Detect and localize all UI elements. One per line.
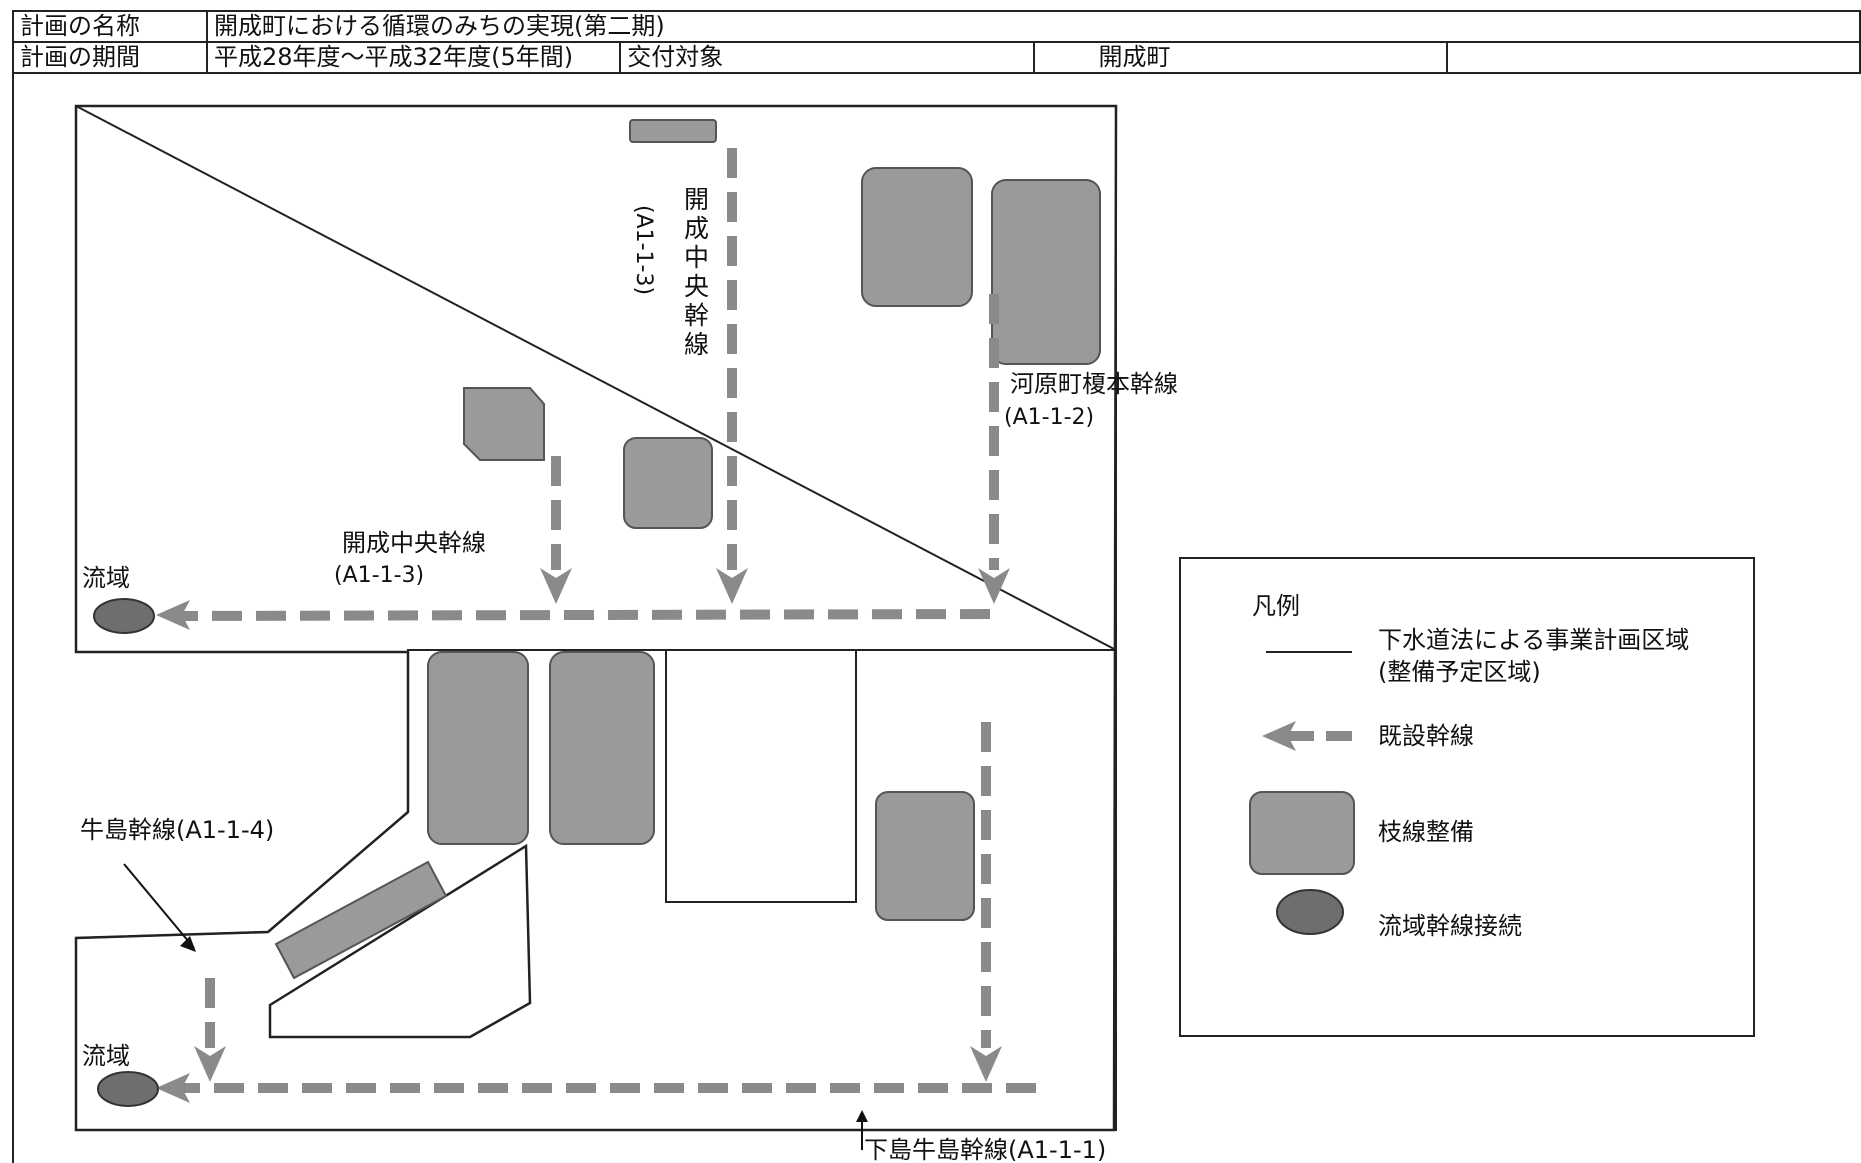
plan-period-value: 平成28年度～平成32年度(5年間) [205, 41, 622, 74]
label-kawaramachi-code: (A1-1-2) [1004, 405, 1094, 430]
legend-existing-trunk-label: 既設幹線 [1378, 722, 1474, 750]
map-frame [12, 74, 1861, 1163]
label-kawaramachi-name: 河原町榎本幹線 [1010, 370, 1178, 398]
plan-period-label: 計画の期間 [12, 41, 208, 74]
branch-block-mid-1 [427, 651, 529, 845]
plan-period-row: 計画の期間 平成28年度～平成32年度(5年間) 交付対象 開成町 [12, 41, 1861, 74]
label-shimojima-ushijima: 下島牛島幹線(A1-1-1) [864, 1136, 1106, 1163]
trunk-kaisei-chuo-horizontal [181, 609, 991, 621]
arrowhead-ushijima-down [194, 1046, 226, 1082]
label-kaisei-chuo-v-code: (A1-1-3) [631, 205, 656, 295]
shimojima-pointer-head [856, 1110, 868, 1122]
ushijima-pointer-head [180, 936, 196, 952]
arrowhead-shimojima-west [156, 1073, 190, 1103]
branch-block-icon [1249, 791, 1355, 875]
plan-name-row: 計画の名称 開成町における循環のみちの実現(第二期) [12, 10, 1861, 43]
ushijima-pointer-line [123, 863, 195, 949]
basin-connection-lower [97, 1071, 159, 1107]
label-kaisei-chuo-h-name: 開成中央幹線 [342, 529, 486, 557]
arrowhead-kaisei-chuo-west [156, 600, 190, 630]
label-ryuiki-lower: 流域 [82, 1042, 130, 1070]
plan-name-value: 開成町における循環のみちの実現(第二期) [206, 10, 1861, 43]
grant-target-label: 交付対象 [619, 41, 1035, 74]
arrowhead-kawaramachi-down [978, 568, 1010, 604]
plan-name-label: 計画の名称 [12, 10, 208, 43]
label-ryuiki-upper: 流域 [82, 564, 130, 592]
existing-trunk-arrow-icon [1262, 721, 1356, 751]
branch-block-diagonal [274, 860, 448, 980]
branch-block-mid-2 [549, 651, 655, 845]
branch-block-ne-2 [991, 179, 1101, 365]
basin-connection-icon [1276, 889, 1344, 935]
legend-plan-area-label-1: 下水道法による事業計画区域 [1378, 626, 1689, 654]
arrowhead-octagon-down [540, 568, 572, 604]
arrowhead-right-down [970, 1046, 1002, 1082]
label-kaisei-chuo-h-code: (A1-1-3) [334, 563, 424, 588]
legend-branch-label: 枝線整備 [1378, 818, 1474, 846]
legend: 凡例 下水道法による事業計画区域 (整備予定区域) 既設幹線 枝線整備 流域幹線… [1179, 557, 1755, 1037]
plan-area-outline-rect [665, 649, 857, 903]
plan-area-outline-triangle [268, 843, 532, 1039]
label-kaisei-chuo-v-name: 開成中央幹線 [681, 186, 710, 360]
arrowhead-kaisei-chuo-down [716, 568, 748, 604]
plan-header-table: 計画の名称 開成町における循環のみちの実現(第二期) 計画の期間 平成28年度～… [12, 10, 1861, 74]
branch-block-octagon [463, 387, 545, 461]
branch-block-center-small [623, 437, 713, 529]
legend-connection-label: 流域幹線接続 [1378, 912, 1522, 940]
branch-block-right [875, 791, 975, 921]
label-ushijima: 牛島幹線(A1-1-4) [80, 816, 274, 844]
legend-title: 凡例 [1252, 592, 1300, 620]
branch-block-ne-1 [861, 167, 973, 307]
legend-plan-area-label-2: (整備予定区域) [1378, 658, 1541, 686]
basin-connection-upper [93, 598, 155, 634]
header-blank-cell [1445, 41, 1861, 74]
plan-area-outline-main [74, 104, 1118, 1132]
grant-target-value: 開成町 [1032, 41, 1448, 74]
branch-block-top-strip [629, 119, 717, 143]
